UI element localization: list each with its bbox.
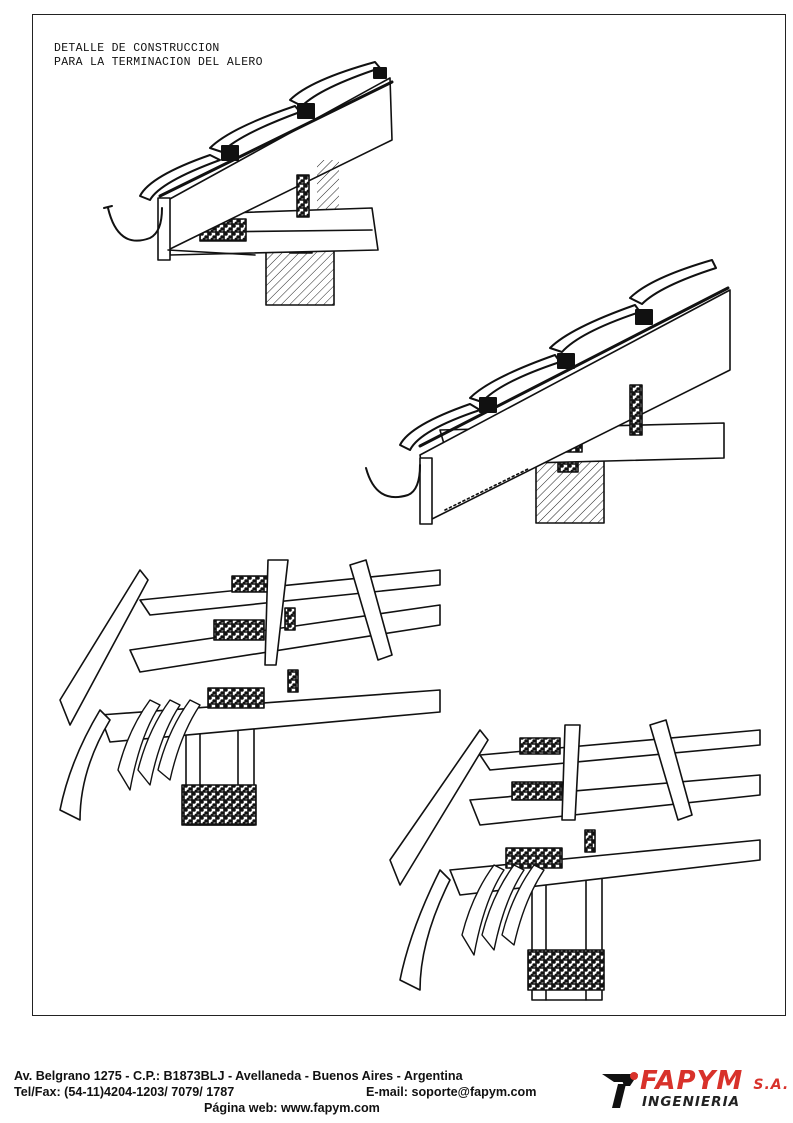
address-line: Av. Belgrano 1275 - C.P.: B1873BLJ - Ave… — [14, 1069, 463, 1083]
logo-tagline: INGENIERIA — [642, 1094, 741, 1110]
drawing-title: DETALLE DE CONSTRUCCION PARA LA TERMINAC… — [54, 42, 263, 70]
website-line: Página web: www.fapym.com — [204, 1101, 380, 1115]
drawing-frame — [32, 14, 786, 1016]
logo-brand: FAPYM S.A. — [640, 1066, 790, 1096]
detail-1-eave-section — [103, 61, 394, 306]
detail-2-eave-section — [365, 259, 731, 525]
email-line: E-mail: soporte@fapym.com — [366, 1085, 537, 1099]
phone-line: Tel/Fax: (54-11)4204-1203/ 7079/ 1787 — [14, 1085, 235, 1099]
contact-block: Av. Belgrano 1275 - C.P.: B1873BLJ - Ave… — [14, 1068, 536, 1115]
title-line-2: PARA LA TERMINACION DEL ALERO — [54, 56, 263, 69]
fapym-logo-icon — [602, 1072, 638, 1108]
fapym-logo: FAPYM S.A. INGENIERIA — [600, 1068, 790, 1112]
detail-3-perspective — [59, 559, 441, 826]
detail-4-perspective — [389, 719, 761, 1001]
page-footer: Av. Belgrano 1275 - C.P.: B1873BLJ - Ave… — [0, 1062, 793, 1123]
title-line-1: DETALLE DE CONSTRUCCION — [54, 42, 220, 55]
